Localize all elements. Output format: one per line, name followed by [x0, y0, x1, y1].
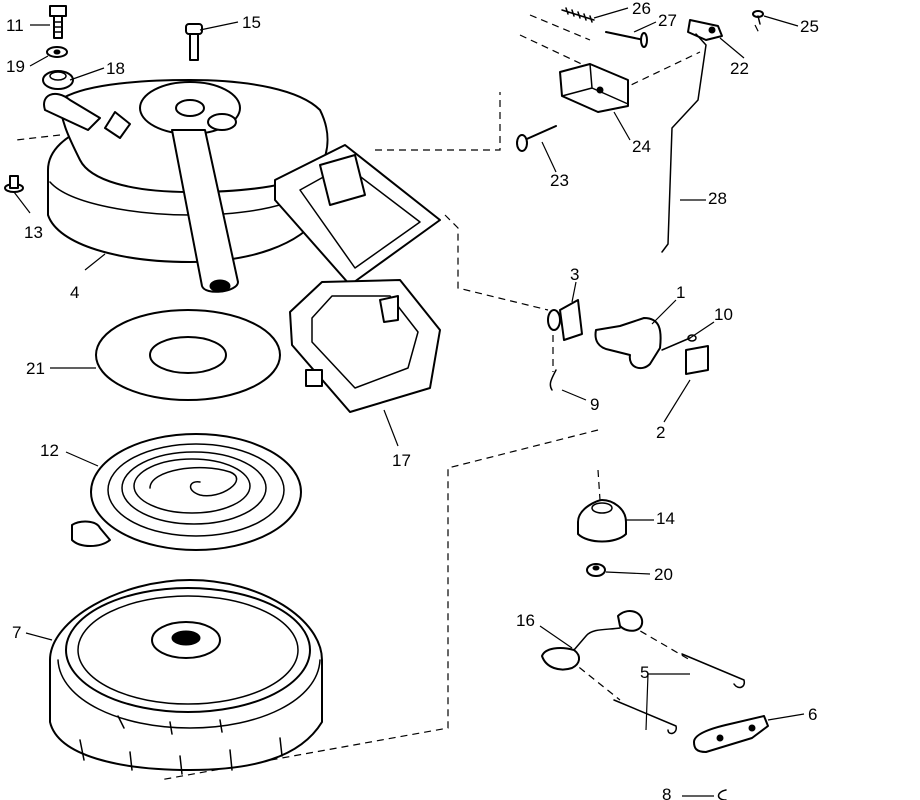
cap-14 — [577, 499, 627, 543]
pin-27 — [605, 31, 648, 48]
callout-25: 25 — [800, 17, 819, 36]
callout-labels: 11 19 18 15 13 4 21 12 7 17 26 27 25 22 … — [6, 0, 819, 800]
spring-clip-16 — [541, 610, 644, 671]
callout-16: 16 — [516, 611, 535, 630]
callout-leaders — [13, 7, 805, 797]
callout-14: 14 — [656, 509, 675, 528]
callout-7: 7 — [12, 623, 21, 642]
callout-1: 1 — [676, 283, 685, 302]
washer-21 — [95, 309, 281, 401]
callout-21: 21 — [26, 359, 45, 378]
rope-pulley — [49, 579, 323, 775]
callout-24: 24 — [632, 137, 651, 156]
pin-13 — [4, 175, 24, 193]
clip-8 — [717, 789, 727, 800]
callout-6: 6 — [808, 705, 817, 724]
callout-13: 13 — [24, 223, 43, 242]
retainer-3 — [547, 299, 583, 341]
lever-1 — [594, 317, 662, 370]
callout-18: 18 — [106, 59, 125, 78]
callout-4: 4 — [70, 283, 79, 302]
callout-28: 28 — [708, 189, 727, 208]
callout-22: 22 — [730, 59, 749, 78]
rewind-spring — [71, 433, 302, 551]
callout-11: 11 — [6, 16, 24, 35]
callout-9: 9 — [590, 395, 599, 414]
bushing-18 — [42, 70, 74, 90]
plate-2 — [685, 345, 709, 375]
lever-6 — [693, 715, 769, 753]
spring-26 — [561, 7, 595, 23]
callout-26: 26 — [632, 0, 651, 18]
callout-10: 10 — [714, 305, 733, 324]
callout-8: 8 — [662, 785, 671, 800]
callout-20: 20 — [654, 565, 673, 584]
callout-27: 27 — [658, 11, 677, 30]
bolt-15 — [185, 23, 203, 61]
springs-5 — [613, 653, 746, 735]
pin-10 — [661, 334, 697, 351]
callout-2: 2 — [656, 423, 665, 442]
nut-20 — [586, 563, 606, 577]
callout-3: 3 — [570, 265, 579, 284]
screw-11 — [49, 5, 67, 39]
callout-19: 19 — [6, 57, 25, 76]
spring-9 — [549, 369, 557, 391]
pin-23 — [516, 125, 557, 152]
callout-5: 5 — [640, 663, 649, 682]
rod-28 — [661, 33, 707, 253]
callout-12: 12 — [40, 441, 59, 460]
clip-22 — [687, 19, 723, 41]
rope-handle — [274, 144, 441, 413]
bracket-24 — [559, 63, 629, 113]
screw-25 — [752, 10, 764, 25]
callout-15: 15 — [242, 13, 261, 32]
callout-17: 17 — [392, 451, 411, 470]
callout-23: 23 — [550, 171, 569, 190]
washer-19 — [46, 46, 68, 58]
